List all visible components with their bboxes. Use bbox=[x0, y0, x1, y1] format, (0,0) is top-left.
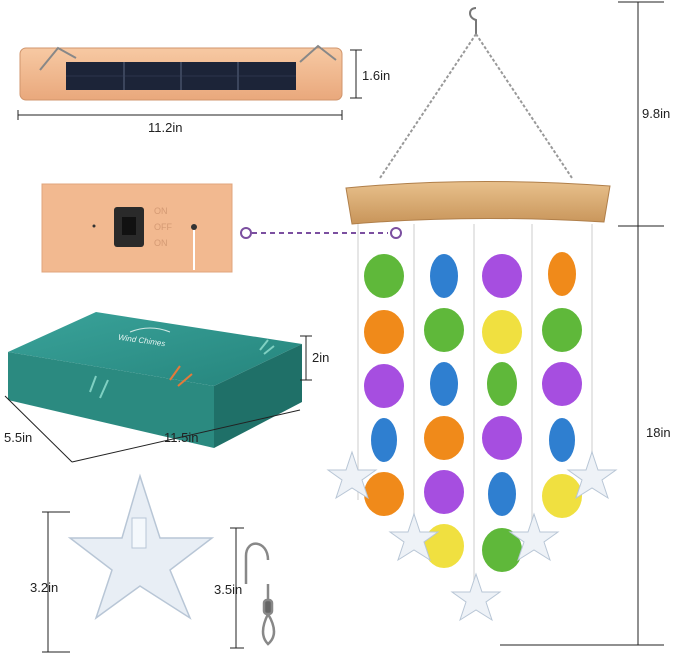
hook-part bbox=[244, 542, 276, 646]
hook-height-label: 3.5in bbox=[214, 582, 243, 597]
chain-height-label: 9.8in bbox=[642, 106, 671, 121]
dimension-line bbox=[42, 511, 70, 653]
box-height-label: 2in bbox=[312, 350, 330, 365]
solar-panel-height-label: 1.6in bbox=[362, 68, 391, 83]
dimension-line bbox=[500, 1, 664, 646]
switch-on-bottom-label: ON bbox=[154, 238, 168, 248]
starfish-height-label: 3.2in bbox=[30, 580, 59, 595]
dimension-line bbox=[17, 110, 343, 120]
dimension-line bbox=[4, 335, 312, 463]
box-width-label: 11.5in bbox=[164, 430, 199, 445]
gift-box bbox=[8, 312, 302, 448]
callout-connector bbox=[240, 227, 402, 239]
box-depth-label: 5.5in bbox=[4, 430, 33, 445]
dimension-line bbox=[350, 49, 362, 99]
switch-closeup bbox=[41, 183, 233, 273]
switch-off-label: OFF bbox=[154, 222, 172, 232]
solar-panel bbox=[19, 44, 343, 101]
wind-chime bbox=[326, 7, 618, 622]
switch-on-top-label: ON bbox=[154, 206, 168, 216]
dimension-line bbox=[230, 527, 244, 649]
solar-panel-width-label: 11.2in bbox=[148, 120, 183, 135]
starfish-part bbox=[67, 473, 215, 620]
chime-length-label: 18in bbox=[646, 425, 671, 440]
